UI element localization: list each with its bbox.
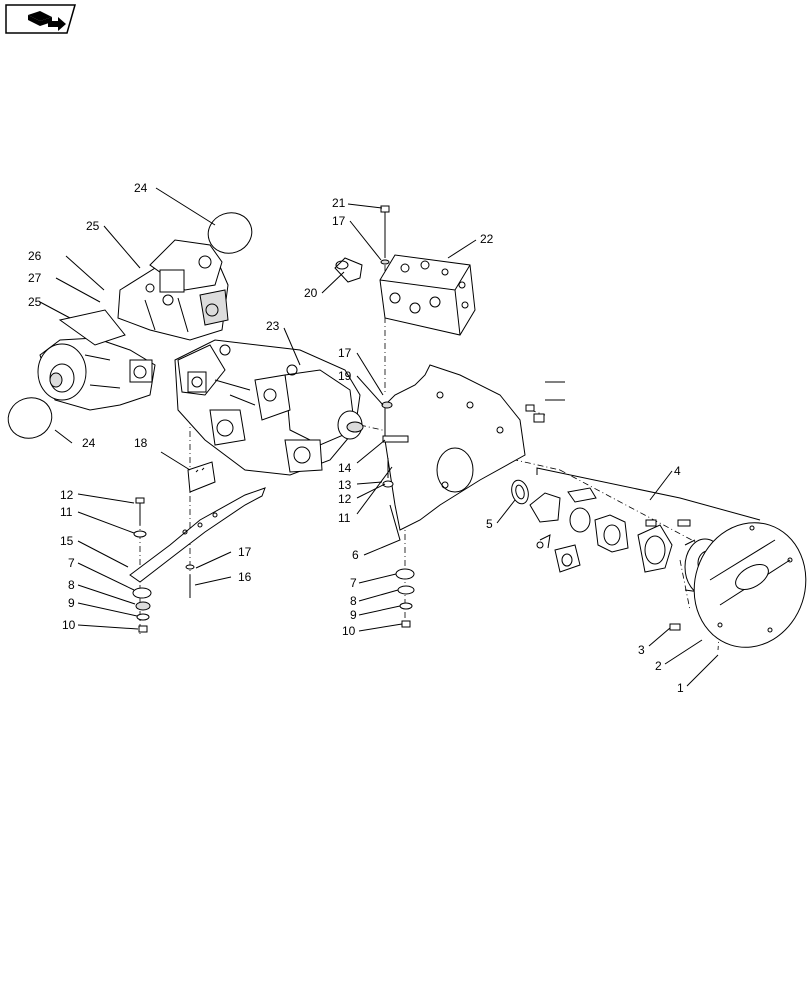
callout-25-left: 25: [28, 295, 42, 309]
callout-4: 4: [674, 464, 681, 478]
callout-10-center: 10: [342, 624, 356, 638]
hydraulic-motor-upper: [117, 239, 229, 341]
callout-22: 22: [480, 232, 494, 246]
mounting-plate: [384, 364, 526, 531]
callout-10-left: 10: [62, 618, 76, 632]
coupling-assembly: [529, 487, 629, 573]
nav-book-icon[interactable]: [4, 4, 76, 34]
callout-12-center: 12: [338, 492, 352, 506]
callout-19: 19: [338, 369, 352, 383]
callout-11-center: 11: [338, 511, 351, 525]
callout-9-center: 9: [350, 608, 357, 622]
callout-2: 2: [655, 659, 662, 673]
valve-block: [379, 254, 476, 336]
bolts-right: [525, 404, 545, 423]
part-4-outline: [536, 467, 761, 521]
o-rings: [7, 212, 253, 439]
support-bar-15: [129, 487, 266, 583]
callout-24-top: 24: [134, 181, 148, 195]
callout-15: 15: [60, 534, 74, 548]
callout-9-left: 9: [68, 596, 75, 610]
tandem-pump: [174, 339, 364, 476]
callout-26: 26: [28, 249, 42, 263]
callout-13: 13: [338, 478, 352, 492]
bracket-18: [187, 461, 216, 493]
stud-16: [185, 564, 195, 598]
callout-5: 5: [486, 517, 493, 531]
hardware-center-stack: [395, 568, 415, 628]
callout-7-left: 7: [68, 556, 75, 570]
callout-11-left: 11: [60, 505, 73, 519]
bolt-21: [380, 205, 390, 265]
callout-12-left: 12: [60, 488, 74, 502]
flexplate: [693, 522, 807, 648]
callout-17-top: 17: [332, 214, 346, 228]
callout-14: 14: [338, 461, 352, 475]
callout-17-mid: 17: [338, 346, 352, 360]
callout-8-center: 8: [350, 594, 357, 608]
fitting-20: [334, 257, 363, 283]
callout-16: 16: [238, 570, 252, 584]
callout-1: 1: [677, 681, 684, 695]
callout-24-left: 24: [82, 436, 96, 450]
callout-25-top: 25: [86, 219, 100, 233]
callout-23: 23: [266, 319, 280, 333]
callout-3: 3: [638, 643, 645, 657]
hardware-left: [132, 497, 152, 633]
callout-20: 20: [304, 286, 318, 300]
callout-8-left: 8: [68, 578, 75, 592]
callouts: 24 25 26 27 25 24 23 21 17 20 22 17 19 1…: [28, 181, 684, 695]
callout-6: 6: [352, 548, 359, 562]
leader-lines: [39, 187, 719, 687]
callout-7-center: 7: [350, 576, 357, 590]
hydraulic-motor-lower: [37, 309, 156, 411]
callout-27: 27: [28, 271, 42, 285]
callout-21: 21: [332, 196, 346, 210]
callout-18: 18: [134, 436, 148, 450]
callout-17-left: 17: [238, 545, 252, 559]
seal-5: [511, 479, 529, 505]
hardware-center: [381, 401, 409, 488]
bolt-3: [669, 623, 681, 631]
